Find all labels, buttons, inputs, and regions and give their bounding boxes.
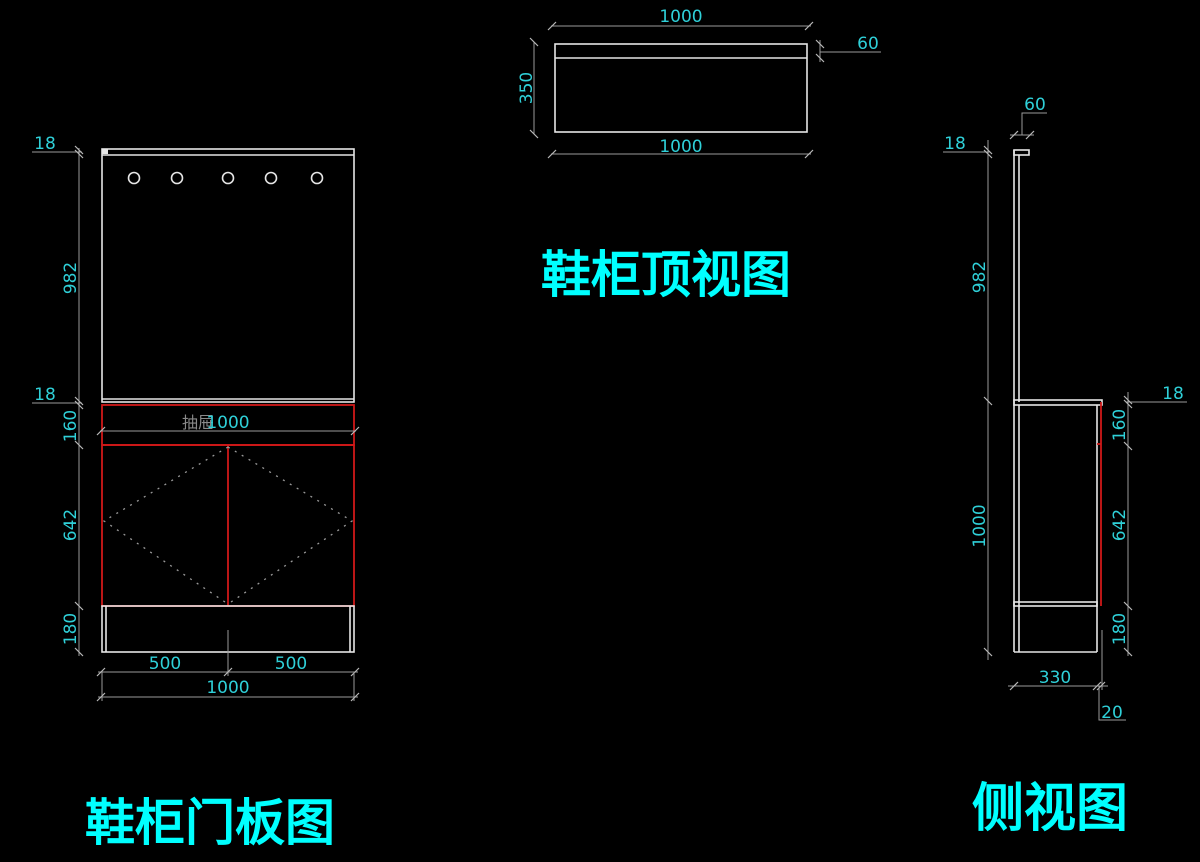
side-drawer-height-label: 160 xyxy=(1110,409,1130,441)
front-total-width-label: 1000 xyxy=(206,678,249,698)
dim-tick xyxy=(529,129,539,139)
dim-tick xyxy=(983,396,993,406)
side-bottom-board xyxy=(1013,601,1098,607)
top-view-width-bottom-label: 1000 xyxy=(659,137,702,157)
side-lower-height-label: 1000 xyxy=(970,504,990,547)
top-view-width-top-label: 1000 xyxy=(659,7,702,27)
side-top-board-label: 18 xyxy=(944,134,966,154)
right-door-width-label: 500 xyxy=(275,654,307,674)
dim-tick xyxy=(1009,130,1019,140)
side-view-title: 侧视图 xyxy=(972,778,1128,839)
dim-tick xyxy=(74,145,84,155)
dim-tick xyxy=(804,149,814,159)
side-counter-board xyxy=(1013,399,1103,406)
left-door-swing-marker xyxy=(102,446,229,605)
side-plinth-height-label: 180 xyxy=(1110,613,1130,645)
top-view-depth-label: 350 xyxy=(517,72,537,104)
side-counter-board-label: 18 xyxy=(1162,384,1184,404)
dim-tick xyxy=(547,21,557,31)
dim-tick xyxy=(815,53,825,63)
dim-tick xyxy=(983,149,993,159)
dim-tick xyxy=(815,39,825,49)
dim-tick xyxy=(1123,601,1133,611)
top-view-lip-label: 60 xyxy=(857,34,879,54)
front-upper-height-label: 982 xyxy=(61,262,81,294)
hook-icon xyxy=(170,171,184,185)
hook-icon xyxy=(221,171,235,185)
dim-tick xyxy=(983,145,993,155)
side-door-height-label: 642 xyxy=(1110,509,1130,541)
dim-tick xyxy=(350,426,360,436)
dim-tick xyxy=(350,692,360,702)
dim-tick xyxy=(96,426,106,436)
dim-tick xyxy=(1123,647,1133,657)
side-depth-label: 330 xyxy=(1039,668,1071,688)
dim-tick xyxy=(96,692,106,702)
front-upper-panel xyxy=(101,148,355,403)
dim-tick xyxy=(1009,681,1019,691)
side-lip-leader xyxy=(1021,112,1047,135)
hook-icon xyxy=(310,171,324,185)
dim-tick xyxy=(74,440,84,450)
dim-tick xyxy=(74,601,84,611)
top-view-outline xyxy=(554,43,808,133)
side-view: 60 18 982 1000 18 160 642 180 330 20 侧视图 xyxy=(943,95,1187,839)
top-view: 1000 1000 350 60 鞋柜顶视图 xyxy=(517,7,881,304)
dim-tick xyxy=(1096,681,1106,691)
side-upper-height-label: 982 xyxy=(970,261,990,293)
drawer-width-label: 1000 xyxy=(206,413,249,433)
hook-row xyxy=(127,171,324,185)
dim-tick xyxy=(547,149,557,159)
drawer-label: 抽屉 xyxy=(182,413,214,432)
hook-icon xyxy=(264,171,278,185)
front-plinth-height-label: 180 xyxy=(61,613,81,645)
hook-icon xyxy=(127,171,141,185)
front-view: 抽屉 1000 18 982 18 160 642 180 500 xyxy=(32,134,360,852)
dim-tick xyxy=(983,647,993,657)
side-door-thickness-leader xyxy=(1098,686,1126,721)
side-lip-label: 60 xyxy=(1024,95,1046,115)
dim-tick xyxy=(74,149,84,159)
dim-tick xyxy=(350,667,360,677)
dim-tick xyxy=(74,400,84,410)
dim-tick xyxy=(223,667,233,677)
right-door-swing-marker xyxy=(227,446,354,605)
front-top-board-end xyxy=(102,149,108,154)
dim-tick xyxy=(1123,395,1133,405)
dim-tick xyxy=(96,667,106,677)
side-door-thickness-label: 20 xyxy=(1101,703,1123,723)
dim-tick xyxy=(1092,681,1102,691)
top-view-title: 鞋柜顶视图 xyxy=(541,245,791,304)
dim-tick xyxy=(529,37,539,47)
dim-tick xyxy=(1123,399,1133,409)
dim-tick xyxy=(74,396,84,406)
dim-tick xyxy=(1123,441,1133,451)
front-drawer-height-label: 160 xyxy=(61,410,81,442)
dim-tick xyxy=(804,21,814,31)
left-door-width-label: 500 xyxy=(149,654,181,674)
front-view-title: 鞋柜门板图 xyxy=(85,793,335,852)
front-door-height-label: 642 xyxy=(61,509,81,541)
dim-tick xyxy=(74,647,84,657)
front-top-board-label: 18 xyxy=(34,134,56,154)
front-shelf-board-label: 18 xyxy=(34,385,56,405)
dim-tick xyxy=(1025,130,1035,140)
side-top-lip xyxy=(1013,149,1030,156)
